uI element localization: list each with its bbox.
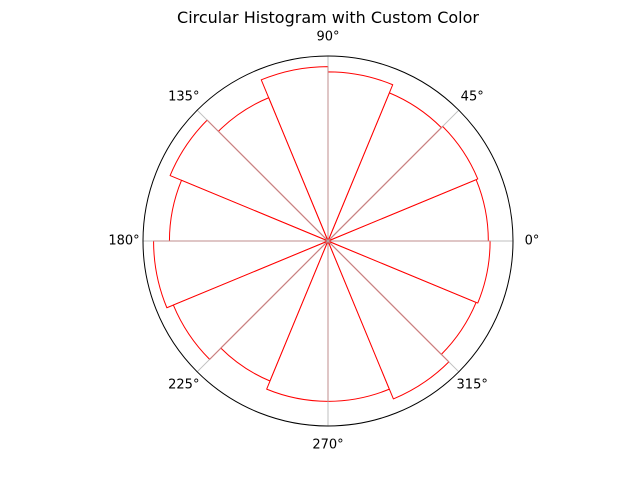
theta-tick-label: 0° — [525, 234, 540, 249]
theta-gridline — [327, 109, 460, 242]
chart-title: Circular Histogram with Custom Color — [177, 8, 479, 27]
theta-gridline — [327, 240, 460, 373]
theta-tick-label: 45° — [461, 89, 484, 104]
grid-group — [143, 56, 513, 426]
theta-tick-label: 225° — [168, 378, 199, 393]
polar-frame — [142, 55, 514, 427]
theta-tick-label: 90° — [316, 30, 339, 45]
theta-gridline — [196, 240, 329, 373]
bars-group — [153, 66, 491, 402]
theta-ticks-group: 0° 45° 90° 135° 180° 225° 270° 315° — [108, 30, 539, 453]
theta-tick-label: 135° — [168, 89, 199, 104]
theta-gridline — [196, 109, 329, 242]
theta-tick-label: 270° — [312, 438, 343, 453]
theta-tick-label: 315° — [457, 378, 488, 393]
theta-tick-label: 180° — [108, 234, 139, 249]
